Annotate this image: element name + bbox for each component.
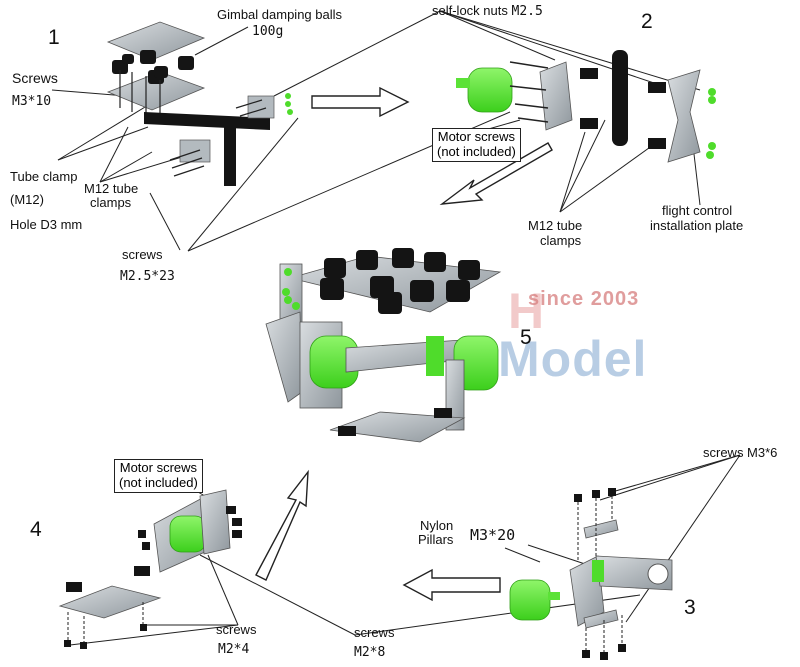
label-self-lock-text: self-lock nuts: [432, 3, 508, 18]
step4-assembly: [58, 489, 242, 649]
arrow-3-to-4: [402, 568, 501, 602]
label-self-lock-size: M2.5: [511, 4, 543, 19]
label-m12-clamps-2-line1: M12 tube: [528, 218, 583, 233]
label-gimbal-balls: Gimbal damping balls: [217, 7, 343, 22]
label-m3x20: M3*20: [470, 526, 516, 544]
callout-motor-screws-a-line1: Motor screws: [437, 129, 516, 144]
flow-arrows: [255, 86, 553, 602]
callout-motor-screws-b-line2: (not included): [119, 474, 198, 490]
watermark-brand: Model: [498, 331, 648, 387]
label-screws-m2x8-size: M2*8: [354, 645, 386, 660]
step2-assembly: [456, 50, 716, 163]
label-nylon-line1: Nylon: [420, 518, 454, 533]
step5-assembly: [265, 248, 502, 443]
label-screws-m25x23: M2.5*23: [120, 269, 175, 284]
label-screws-m25: screws: [122, 247, 163, 262]
label-nylon-line2: Pillars: [418, 532, 454, 547]
callout-motor-screws-a: Motor screws (not included): [432, 128, 521, 162]
arrow-2-to-5: [439, 142, 553, 205]
callout-motor-screws-a-line2: (not included): [437, 143, 516, 159]
step1-assembly: [106, 21, 293, 186]
step-number-1: 1: [48, 26, 60, 49]
watermark-since: since 2003: [528, 288, 640, 310]
label-screws: Screws: [12, 70, 58, 86]
label-fc-plate-line1: flight control: [662, 203, 733, 218]
arrow-1-to-2: [311, 86, 410, 118]
label-screws-m3x10: M3*10: [12, 94, 52, 109]
label-m12-clamps-2-line2: clamps: [540, 233, 582, 248]
label-self-lock-nuts: self-lock nuts M2.5: [432, 3, 543, 19]
label-m12-clamps-1-line1: M12 tube: [84, 181, 139, 196]
label-tube-clamp-size: (M12): [10, 192, 44, 207]
step-number-5: 5: [520, 326, 532, 349]
label-tube-clamp: Tube clamp: [10, 169, 78, 184]
step-number-2: 2: [641, 10, 653, 33]
step-number-4: 4: [30, 518, 42, 541]
label-fc-plate-line2: installation plate: [650, 218, 744, 233]
label-gimbal-balls-weight: 100g: [252, 24, 284, 39]
arrow-4-to-5: [255, 469, 309, 581]
watermark-logo-mark: H: [508, 283, 546, 339]
callout-motor-screws-b-line1: Motor screws: [119, 460, 198, 475]
step3-assembly: [509, 488, 673, 660]
label-screws-m3x6: screws M3*6: [703, 445, 778, 460]
leader-lines: [51, 10, 741, 646]
callout-motor-screws-b: Motor screws (not included): [114, 459, 203, 493]
label-screws-m2x4: screws: [216, 622, 257, 637]
label-screws-m2x4-size: M2*4: [218, 642, 250, 657]
label-hole: Hole D3 mm: [10, 217, 83, 232]
step-number-3: 3: [684, 596, 696, 619]
label-screws-m2x8: screws: [354, 625, 395, 640]
label-m12-clamps-1-line2: clamps: [90, 195, 132, 210]
